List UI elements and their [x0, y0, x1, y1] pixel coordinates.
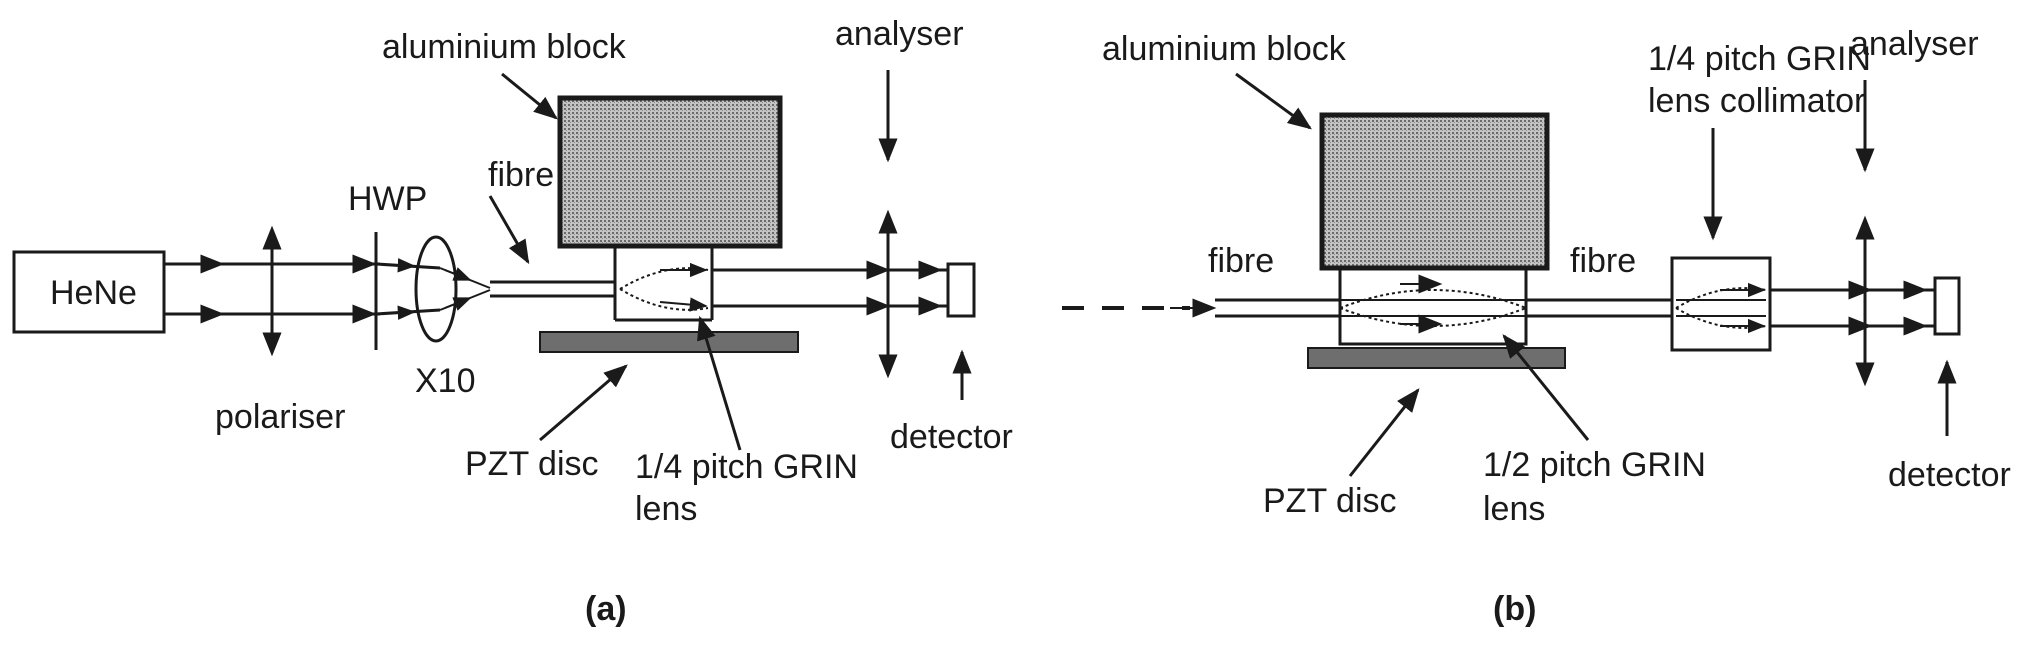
pzt-label-a: PZT disc — [465, 445, 599, 483]
quarter-pitch-grin-lens-a — [619, 267, 709, 311]
half-pitch-grin-housing — [1338, 266, 1528, 346]
fibre-out-label-b: fibre — [1570, 242, 1636, 280]
detector-box-b — [1933, 276, 1961, 336]
aluminium-block-label-a: aluminium block — [382, 28, 627, 66]
detector-label-a: detector — [890, 418, 1013, 456]
aluminium-block-b — [1319, 112, 1550, 271]
hene-label: HeNe — [50, 274, 137, 312]
panel-b: fibre aluminium block PZT disc 1/2 pitch… — [1062, 25, 2011, 628]
fibre-in-label-b: fibre — [1208, 242, 1274, 280]
panel-a: HeNe polariser HWP X10 fibre — [12, 15, 1013, 628]
detector-box-a — [946, 262, 976, 318]
collimator-label-line2: lens collimator — [1648, 82, 1865, 120]
aluminium-block-a — [557, 95, 783, 249]
fibre-label-a: fibre — [488, 156, 554, 194]
caption-b: (b) — [1493, 590, 1536, 628]
collimator-box-b — [1670, 256, 1772, 352]
collimator-label-line1: 1/4 pitch GRIN — [1648, 40, 1871, 78]
pzt-disc-a — [539, 331, 799, 353]
detector-label-b: detector — [1888, 456, 2011, 494]
hwp-label: HWP — [348, 180, 427, 218]
grin-label-a-line1: 1/4 pitch GRIN — [635, 448, 858, 486]
analyser-label-a: analyser — [835, 15, 964, 53]
pzt-label-b: PZT disc — [1263, 482, 1397, 520]
x10-objective-lens — [414, 235, 458, 343]
hene-laser-box — [12, 250, 166, 334]
grin-label-a-line2: lens — [635, 490, 697, 528]
x10-label: X10 — [415, 362, 476, 400]
polariser-label: polariser — [215, 398, 345, 436]
grin-label-b-line1: 1/2 pitch GRIN — [1483, 446, 1706, 484]
pzt-disc-b — [1307, 347, 1566, 369]
half-pitch-grin-lens-b — [1337, 289, 1529, 327]
aluminium-block-label-b: aluminium block — [1102, 30, 1347, 68]
caption-a: (a) — [585, 590, 627, 628]
analyser-label-b: analyser — [1850, 25, 1979, 63]
grin-label-b-line2: lens — [1483, 490, 1545, 528]
